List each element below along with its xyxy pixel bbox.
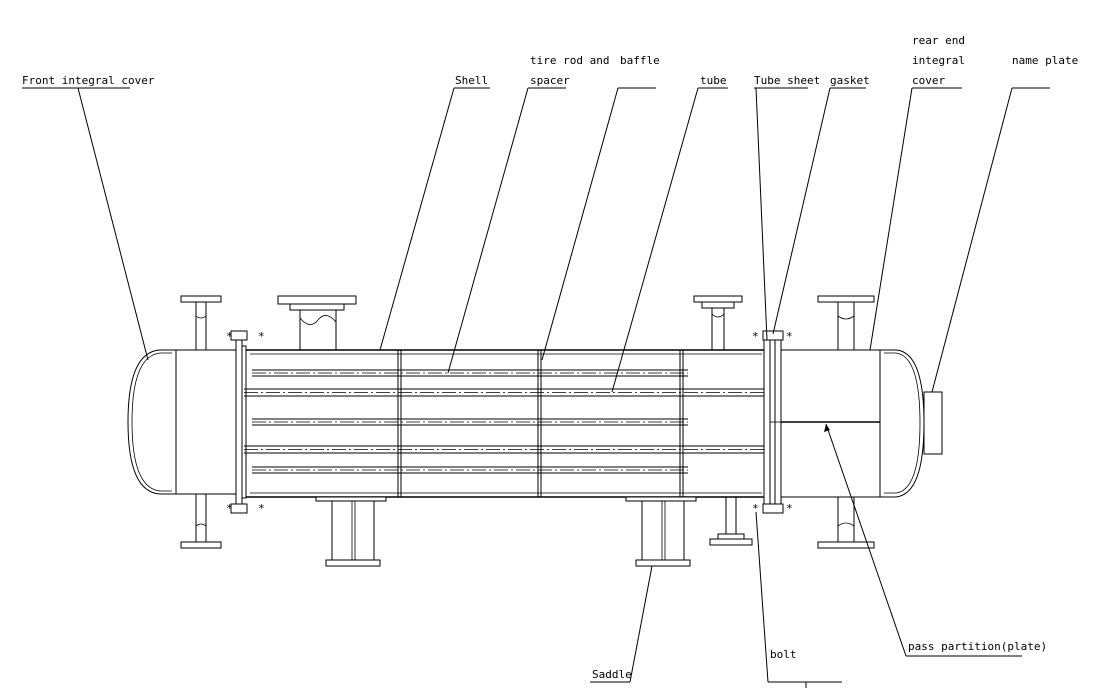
shell-nozzle-inlet	[277, 295, 357, 350]
front-nozzle-bottom	[180, 494, 222, 549]
label-name-plate: name plate	[1012, 54, 1078, 67]
saddle-right	[625, 496, 697, 567]
svg-text:*: *	[786, 502, 793, 515]
label-baffle: baffle	[620, 54, 660, 67]
tie-rods	[252, 369, 688, 474]
front-nozzle-top	[180, 295, 222, 350]
name-plate	[923, 391, 943, 455]
svg-text:*: *	[786, 330, 793, 343]
label-tube: tube	[700, 74, 727, 87]
label-pass-partition: pass partition(plate)	[908, 640, 1047, 653]
rear-integral-cover	[781, 349, 925, 498]
saddle-left	[315, 496, 387, 567]
shell	[246, 349, 766, 498]
svg-text:*: *	[226, 502, 233, 515]
rear-nozzle-top	[817, 295, 875, 350]
drain-nozzle	[709, 497, 753, 546]
svg-text:*: *	[258, 502, 265, 515]
label-front-integral-cover: Front integral cover	[22, 74, 155, 87]
svg-text:*: *	[258, 330, 265, 343]
label-saddle: Saddle	[592, 668, 632, 681]
label-tie-rod-line1: tire rod and	[530, 54, 609, 67]
svg-text:*: *	[752, 502, 759, 515]
baffles	[397, 350, 684, 497]
svg-text:*: *	[226, 330, 233, 343]
leader-lines	[22, 87, 1050, 688]
labels: Front integral cover Shell tire rod and …	[22, 34, 1078, 681]
label-tie-rod-line2: spacer	[530, 74, 570, 87]
front-integral-cover	[127, 349, 238, 495]
label-rear-cover-line2: integral	[912, 54, 965, 67]
front-tube-sheet: * * * *	[226, 330, 265, 515]
tubes	[244, 388, 776, 454]
label-rear-cover-line1: rear end	[912, 34, 965, 47]
svg-text:*: *	[752, 330, 759, 343]
label-shell: Shell	[455, 74, 488, 87]
shell-nozzle-outlet	[693, 295, 743, 350]
label-tube-sheet: Tube sheet	[754, 74, 820, 87]
label-gasket: gasket	[830, 74, 870, 87]
label-rear-cover-line3: cover	[912, 74, 945, 87]
label-bolt: bolt	[770, 648, 797, 661]
